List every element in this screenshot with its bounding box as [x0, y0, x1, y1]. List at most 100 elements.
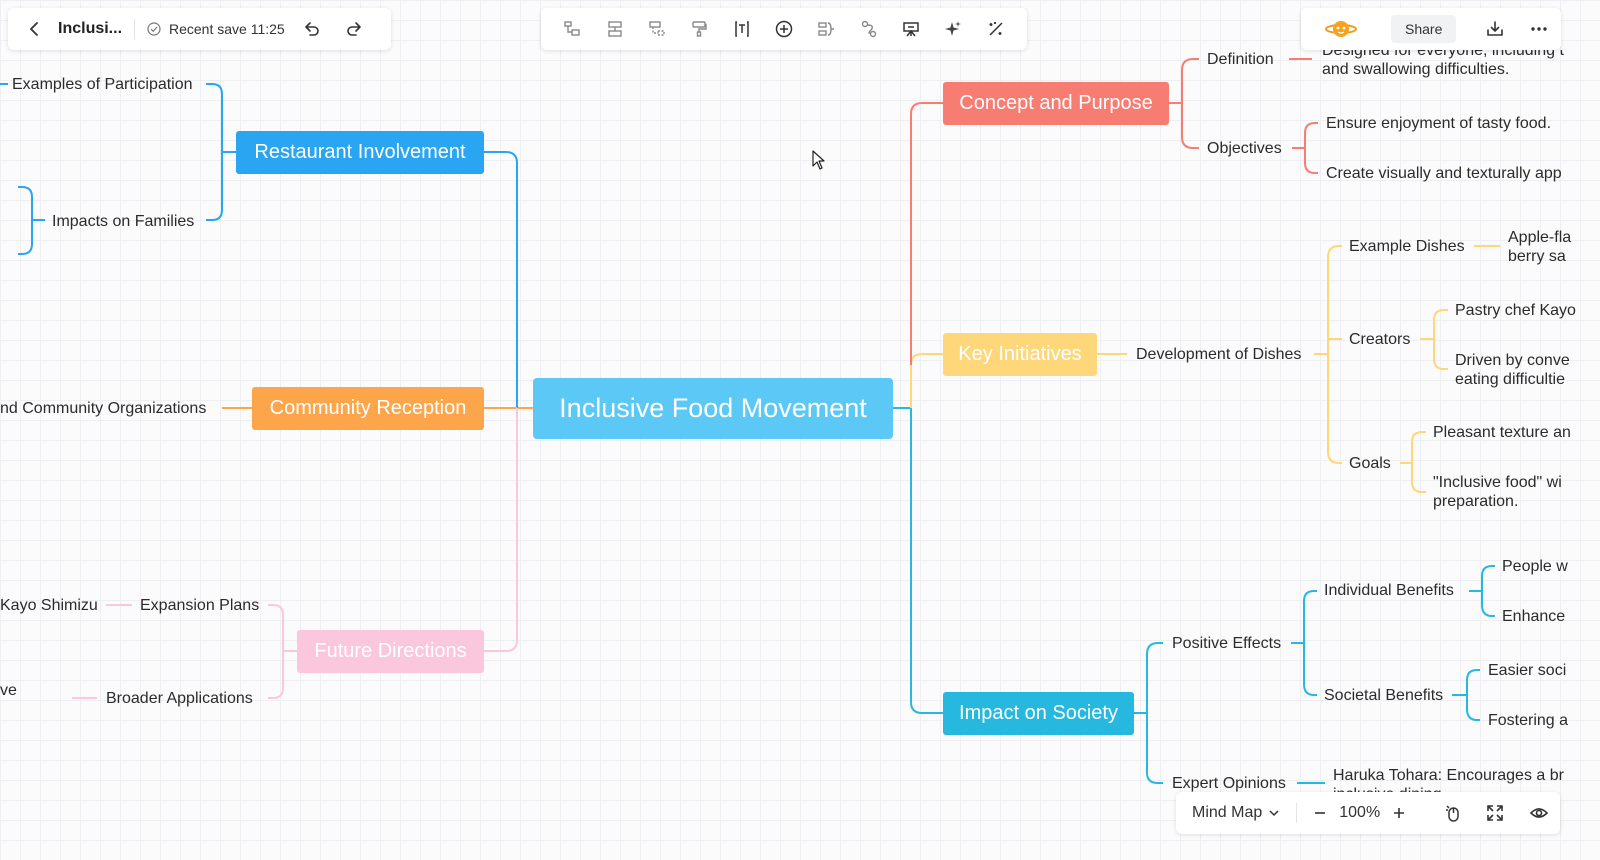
definition-text-top[interactable]: Designed for everyone, including t: [1322, 42, 1564, 59]
text-box-button[interactable]: [727, 14, 757, 44]
societal-benefit-1[interactable]: Easier soci: [1488, 662, 1567, 679]
expansion-kayo-shimizu[interactable]: Kayo Shimizu: [0, 597, 98, 614]
more-horizontal-icon: [1531, 27, 1548, 31]
subtopic-societal-benefits[interactable]: Societal Benefits: [1324, 687, 1444, 704]
ai-avatar-icon: [1325, 21, 1357, 37]
save-status: Recent save 11:25: [169, 21, 285, 37]
root-node[interactable]: Inclusive Food Movement: [533, 378, 893, 439]
zoom-level: 100%: [1339, 804, 1381, 821]
subtopic-examples-of-participation[interactable]: Examples of Participation: [12, 76, 193, 93]
objective-visual-texture[interactable]: Create visually and texturally app: [1326, 165, 1562, 182]
subtopic-example-dishes[interactable]: Example Dishes: [1349, 238, 1465, 255]
definition-text[interactable]: and swallowing difficulties.: [1322, 61, 1510, 78]
redo-button[interactable]: [339, 14, 369, 44]
more-options-button[interactable]: [1524, 14, 1554, 44]
main-toolbar: [541, 8, 1027, 50]
creator-pastry-chef[interactable]: Pastry chef Kayo: [1455, 302, 1576, 319]
add-parent-icon: [649, 21, 665, 36]
chevron-left-icon: [30, 22, 38, 36]
summary-icon: [818, 22, 835, 36]
ai-sparkle-icon: [945, 21, 962, 36]
subtopic-goals[interactable]: Goals: [1349, 455, 1391, 472]
topic-concept-and-purpose[interactable]: Concept and Purpose: [943, 82, 1169, 125]
subtopic-individual-benefits[interactable]: Individual Benefits: [1324, 582, 1454, 599]
expert-opinion-text[interactable]: Haruka Tohara: Encourages a br: [1333, 767, 1564, 784]
example-dishes-text[interactable]: Apple-fla berry sa: [1508, 229, 1572, 265]
subtopic-broader-applications[interactable]: Broader Applications: [106, 690, 253, 707]
preview-button[interactable]: [1524, 798, 1554, 828]
goal-inclusive-food[interactable]: "Inclusive food" wi preparation.: [1433, 474, 1562, 510]
undo-button[interactable]: [297, 14, 327, 44]
topic-key-initiatives[interactable]: Key Initiatives: [943, 333, 1097, 376]
ai-assistant-button[interactable]: [938, 14, 968, 44]
add-child-button[interactable]: [557, 14, 587, 44]
text-box-icon: [734, 21, 749, 37]
zoom-in-button[interactable]: [1384, 798, 1414, 828]
export-button[interactable]: [1480, 14, 1510, 44]
fullscreen-icon: [1487, 805, 1503, 821]
expert-opinion-text-bottom[interactable]: inclusive dining.: [1333, 785, 1446, 792]
chevron-down-icon: [1269, 810, 1279, 817]
add-parent-button[interactable]: [642, 14, 672, 44]
share-panel: Share: [1301, 8, 1561, 50]
goal-pleasant-texture[interactable]: Pleasant texture an: [1433, 424, 1571, 441]
objective-tasty-food[interactable]: Ensure enjoyment of tasty food.: [1326, 115, 1552, 132]
add-sibling-button[interactable]: [600, 14, 630, 44]
individual-benefit-1[interactable]: People w: [1502, 558, 1568, 575]
magic-wand-icon: [989, 22, 1003, 36]
magic-layout-button[interactable]: [981, 14, 1011, 44]
mouse-cursor-icon: [812, 150, 825, 170]
societal-benefit-2[interactable]: Fostering a: [1488, 712, 1569, 729]
subtopic-community-organizations[interactable]: nd Community Organizations: [0, 400, 207, 417]
add-child-icon: [564, 21, 580, 36]
document-header-panel: Inclusi... Recent save 11:25: [8, 8, 391, 50]
creator-motivation[interactable]: Driven by conve eating difficultie: [1455, 352, 1570, 388]
minus-icon: [1315, 812, 1326, 814]
subtopic-definition[interactable]: Definition: [1207, 51, 1274, 68]
saved-check-icon: [147, 22, 161, 36]
outline-button[interactable]: [896, 14, 926, 44]
undo-icon: [304, 22, 319, 36]
header-divider: [134, 19, 135, 39]
add-sibling-icon: [607, 21, 622, 37]
individual-benefit-2[interactable]: Enhance: [1502, 608, 1566, 625]
pan-mode-button[interactable]: [1438, 798, 1468, 828]
subtopic-positive-effects[interactable]: Positive Effects: [1172, 635, 1282, 652]
insert-icon: [775, 20, 793, 38]
view-mode-label: Mind Map: [1192, 804, 1263, 821]
topic-future-directions[interactable]: Future Directions: [297, 630, 484, 673]
subtopic-objectives[interactable]: Objectives: [1207, 140, 1282, 157]
broader-applications-child[interactable]: ve: [0, 682, 17, 699]
document-title[interactable]: Inclusi...: [58, 20, 123, 37]
download-icon: [1487, 21, 1504, 36]
zoom-out-button[interactable]: [1305, 798, 1335, 828]
summary-button[interactable]: [811, 14, 841, 44]
eye-icon: [1530, 808, 1549, 818]
mouse-hand-icon: [1446, 805, 1459, 822]
relationship-button[interactable]: [854, 14, 884, 44]
ai-avatar-button[interactable]: [1323, 15, 1359, 43]
format-painter-icon: [692, 21, 707, 37]
view-controls-panel: Mind Map 100%: [1176, 792, 1560, 834]
format-painter-button[interactable]: [684, 14, 714, 44]
topic-restaurant-involvement[interactable]: Restaurant Involvement: [236, 131, 484, 174]
fit-screen-button[interactable]: [1480, 798, 1510, 828]
share-button[interactable]: Share: [1391, 15, 1457, 43]
subtopic-expansion-plans[interactable]: Expansion Plans: [140, 597, 260, 614]
redo-icon: [346, 22, 361, 36]
plus-icon: [1394, 808, 1405, 818]
relationship-icon: [861, 20, 876, 38]
footer-divider: [1296, 803, 1298, 823]
topic-impact-on-society[interactable]: Impact on Society: [943, 692, 1134, 735]
outline-icon: [903, 22, 919, 37]
view-mode-select[interactable]: Mind Map: [1192, 804, 1280, 822]
subtopic-impacts-on-families[interactable]: Impacts on Families: [52, 213, 195, 230]
insert-button[interactable]: [769, 14, 799, 44]
topic-community-reception[interactable]: Community Reception: [252, 387, 484, 430]
subtopic-development-of-dishes[interactable]: Development of Dishes: [1136, 346, 1302, 363]
subtopic-expert-opinions[interactable]: Expert Opinions: [1172, 775, 1286, 792]
subtopic-creators[interactable]: Creators: [1349, 331, 1411, 348]
back-button[interactable]: [20, 14, 50, 44]
